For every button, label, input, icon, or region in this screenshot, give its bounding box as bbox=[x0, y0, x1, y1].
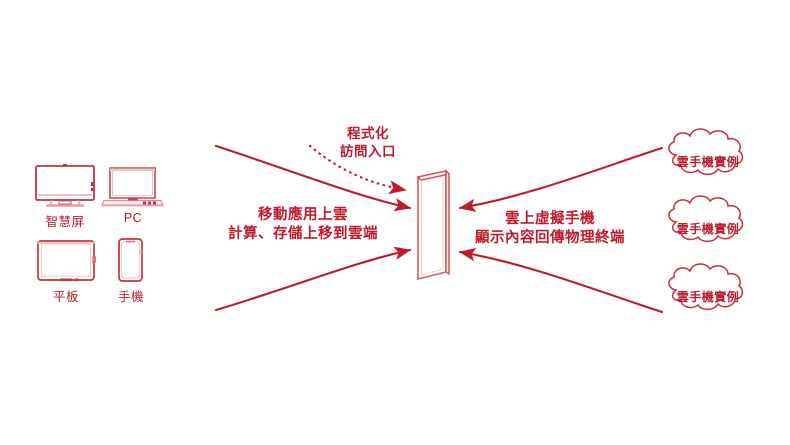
device-label-smart-screen: 智慧屏 bbox=[45, 215, 85, 229]
smartphone-icon bbox=[118, 238, 143, 282]
device-label-pc: PC bbox=[123, 211, 143, 225]
downlink-line-2: 顯示內容回傳物理終端 bbox=[475, 230, 625, 246]
device-label-tablet: 平板 bbox=[52, 290, 80, 304]
cloud-shape-3 bbox=[668, 263, 744, 311]
uplink-line-1: 移動應用上雲 bbox=[258, 207, 348, 223]
api-entry-line-2: 訪問入口 bbox=[340, 144, 396, 159]
api-entry-label: 程式化 訪問入口 bbox=[340, 125, 396, 161]
uplink-line-2: 計算、存儲上移到雲端 bbox=[228, 226, 378, 242]
monitor-icon bbox=[35, 164, 95, 207]
cloud-shape-2 bbox=[668, 195, 744, 243]
downlink-line-1: 雲上虛擬手機 bbox=[505, 211, 595, 227]
device-label-phone: 手機 bbox=[117, 290, 145, 304]
uplink-flow-label: 移動應用上雲 計算、存儲上移到雲端 bbox=[228, 206, 378, 244]
downlink-arrows bbox=[458, 146, 664, 314]
uplink-arrows bbox=[214, 144, 412, 312]
cloud-label-instance-1: 雲手機實例 bbox=[676, 155, 740, 169]
cloud-shape-1 bbox=[668, 128, 744, 176]
api-entry-line-1: 程式化 bbox=[347, 126, 389, 141]
cloud-label-instance-3: 雲手機實例 bbox=[676, 290, 740, 304]
tablet-icon bbox=[37, 240, 96, 282]
cloud-label-instance-2: 雲手機實例 bbox=[676, 222, 740, 236]
laptop-icon bbox=[101, 167, 164, 207]
downlink-flow-label: 雲上虛擬手機 顯示內容回傳物理終端 bbox=[475, 210, 625, 248]
phone-slab-icon bbox=[416, 169, 451, 280]
